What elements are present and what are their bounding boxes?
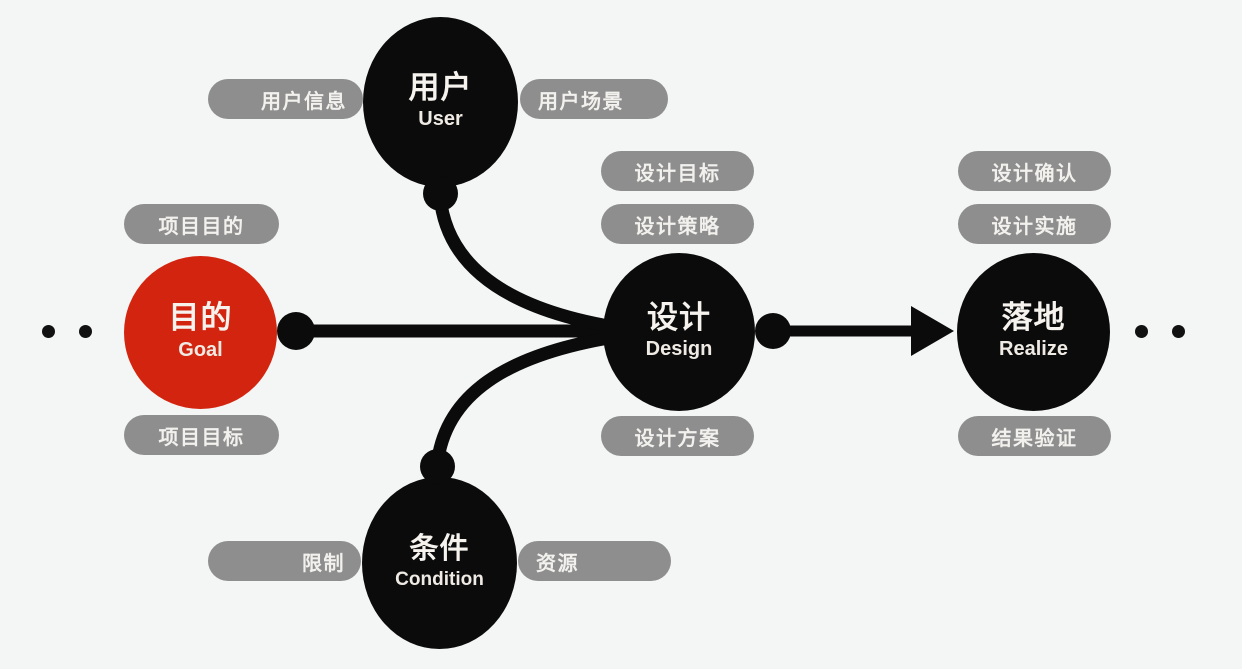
pill-user-left[interactable]: 用户信息 xyxy=(208,79,363,119)
node-user[interactable]: 用户 User xyxy=(363,17,518,187)
node-goal[interactable]: 目的 Goal xyxy=(124,256,277,409)
node-condition[interactable]: 条件 Condition xyxy=(362,477,517,649)
knob-goal-output xyxy=(277,312,315,350)
node-condition-label-en: Condition xyxy=(395,568,484,590)
node-goal-label-cn: 目的 xyxy=(168,300,233,336)
node-goal-label-en: Goal xyxy=(178,338,223,361)
pill-realize-bottom[interactable]: 结果验证 xyxy=(958,416,1111,456)
ellipsis-dot-right-2 xyxy=(1172,325,1185,338)
edge-user-to-design xyxy=(433,189,641,337)
pill-goal-bottom[interactable]: 项目目标 xyxy=(124,415,279,455)
pill-design-bottom[interactable]: 设计方案 xyxy=(601,416,754,456)
node-condition-label-cn: 条件 xyxy=(409,533,470,566)
edge-condition-to-design xyxy=(430,327,641,473)
pill-goal-top[interactable]: 项目目的 xyxy=(124,204,279,244)
ellipsis-dot-left-2 xyxy=(79,325,92,338)
knob-design-output xyxy=(755,313,791,349)
pill-realize-top-2[interactable]: 设计实施 xyxy=(958,204,1111,244)
node-realize-label-en: Realize xyxy=(999,338,1068,361)
node-design-label-cn: 设计 xyxy=(647,299,711,335)
node-user-label-cn: 用户 xyxy=(408,69,473,105)
ellipsis-dot-left-1 xyxy=(42,325,55,338)
knob-user-output xyxy=(423,176,458,211)
node-design-label-en: Design xyxy=(645,338,713,361)
node-user-label-en: User xyxy=(418,108,463,131)
knob-condition-output xyxy=(420,449,455,484)
pill-condition-left[interactable]: 限制 xyxy=(208,541,361,581)
pill-design-top-2[interactable]: 设计策略 xyxy=(601,204,754,244)
node-realize[interactable]: 落地 Realize xyxy=(957,253,1110,411)
arrowhead-icon xyxy=(911,306,954,356)
ellipsis-dot-right-1 xyxy=(1135,325,1148,338)
pill-condition-right[interactable]: 资源 xyxy=(518,541,671,581)
pill-realize-top-1[interactable]: 设计确认 xyxy=(958,151,1111,191)
node-realize-label-cn: 落地 xyxy=(1001,299,1066,335)
node-design[interactable]: 设计 Design xyxy=(603,253,755,411)
pill-user-right[interactable]: 用户场景 xyxy=(520,79,668,119)
pill-design-top-1[interactable]: 设计目标 xyxy=(601,151,754,191)
